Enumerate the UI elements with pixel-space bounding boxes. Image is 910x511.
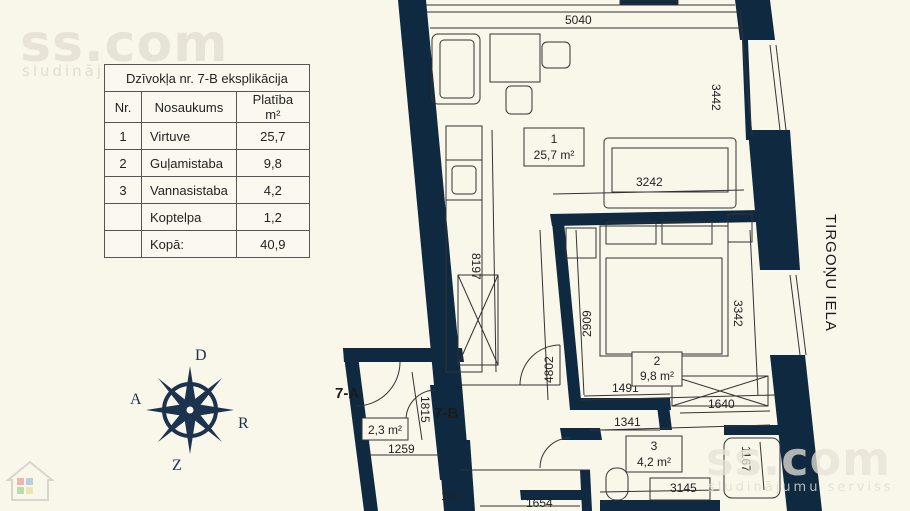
dimension-1640: 1640 [708, 397, 735, 411]
wardrobe [671, 375, 769, 407]
chair [541, 41, 571, 69]
explication-header-row: Nr. Nosaukums Platība m² [104, 91, 310, 123]
table-row: 3 Vannasistaba 4,2 [104, 176, 310, 204]
compass-rose: D A R Z [130, 347, 249, 474]
row-area: 4,2 [235, 176, 310, 204]
interior-lines [426, 4, 776, 471]
dimension-lines [370, 11, 771, 507]
washbasin [649, 477, 711, 501]
sofa [603, 137, 737, 209]
armchair [431, 33, 481, 105]
street-name: TIRGOŅU IELA [822, 214, 839, 332]
apartment-7b-label: 7-B [434, 405, 458, 422]
room-7a-box [361, 417, 409, 441]
wall-east-pier [748, 130, 800, 270]
dimension-3342: 3342 [731, 300, 745, 327]
room-1-area: 25,7 m² [534, 148, 575, 162]
sink [451, 165, 477, 195]
bed [599, 225, 729, 357]
table-row: 2 Guļamistaba 9,8 [104, 149, 310, 177]
apartment-7a-label: 7-A [335, 385, 359, 402]
dimension-1259: 1259 [388, 442, 415, 456]
dimension-5040: 5040 [565, 13, 592, 27]
dimension-1654: 1654 [526, 496, 553, 510]
room-3-number: 3 [651, 439, 658, 453]
dimension-3442: 3442 [709, 84, 723, 111]
nightstand [565, 227, 597, 259]
row-nr: 3 [104, 176, 142, 204]
dimension-132: 132 [441, 489, 461, 503]
row-area: 40,9 [235, 230, 310, 258]
compass-west: A [130, 391, 142, 408]
room-1-number: 1 [551, 132, 558, 146]
watermark-brand-2: ss.com [706, 432, 892, 486]
explication-title-row: Dzīvokļa nr. 7-B eksplikācija [104, 64, 310, 92]
row-name: Koptelpa [141, 203, 237, 231]
dimension-1815: 1815 [418, 396, 432, 423]
row-nr: 1 [104, 122, 142, 150]
dimension-1341: 1341 [614, 415, 641, 429]
wall-east-lower [770, 355, 822, 511]
bathtub [723, 437, 781, 499]
header-area: Platība m² [235, 91, 310, 123]
nightstand [727, 213, 753, 243]
compass-east: R [238, 415, 249, 432]
row-area: 9,8 [235, 149, 310, 177]
row-nr: 2 [104, 149, 142, 177]
room-1-box [523, 127, 585, 167]
room-2-area: 9,8 m² [640, 369, 674, 383]
row-name: Kopā: [141, 230, 237, 258]
room-3-area: 4,2 m² [637, 455, 671, 469]
room-3-box [625, 435, 683, 473]
door-arc [519, 344, 561, 386]
wall-bedroom-west [552, 222, 582, 410]
explication-table: Dzīvokļa nr. 7-B eksplikācija Nr. Nosauk… [104, 64, 310, 258]
wall-corridor [343, 348, 464, 362]
row-name: Guļamistaba [141, 149, 237, 177]
dining-table [489, 33, 541, 83]
dimension-4802: 4802 [542, 356, 556, 383]
dimension-3145: 3145 [670, 481, 697, 495]
row-area: 1,2 [235, 203, 310, 231]
chair [505, 85, 533, 115]
compass-south: Z [172, 457, 182, 474]
dimension-3242: 3242 [636, 175, 663, 189]
toilet [605, 467, 629, 501]
header-nr: Nr. [104, 91, 142, 123]
kitchen-counter [445, 125, 483, 373]
table-row: Koptelpa 1,2 [104, 203, 310, 231]
watermark-subtitle-2: sludinājumu serviss [708, 480, 894, 495]
explication-title: Dzīvokļa nr. 7-B eksplikācija [104, 64, 310, 92]
walls [343, 0, 822, 511]
dimension-1167: 1167 [739, 446, 753, 472]
dimension-2909: 2909 [580, 310, 594, 337]
house-logo [5, 460, 55, 501]
room-2-box [631, 351, 683, 387]
table-row: Kopā: 40,9 [104, 230, 310, 258]
header-name: Nosaukums [141, 91, 237, 123]
row-nr [104, 230, 142, 258]
room-7a-area: 2,3 m² [368, 423, 402, 437]
compass-north: D [195, 347, 207, 364]
room-2-number: 2 [654, 354, 661, 368]
dimension-8197: 8197 [469, 253, 483, 280]
